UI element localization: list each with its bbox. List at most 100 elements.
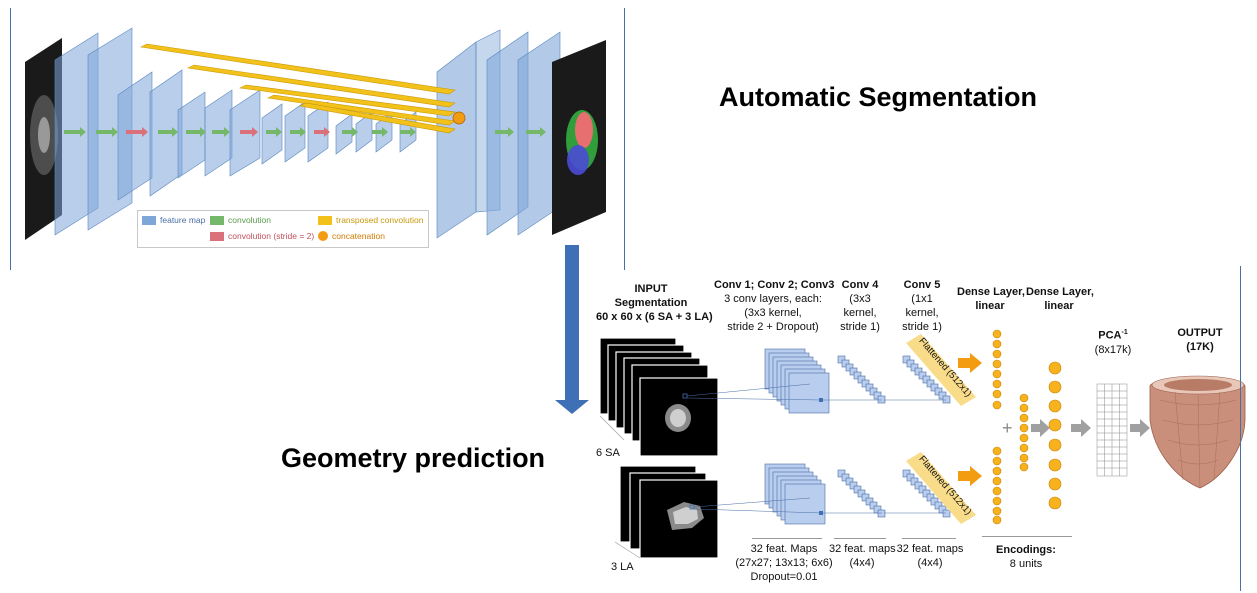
right-frame-line: [1240, 266, 1241, 591]
conv5-foot2: (4x4): [917, 557, 943, 569]
encodings-title: Encodings:: [996, 544, 1056, 556]
pca-superscript: -1: [1121, 329, 1128, 336]
legend-feature-map-label: feature map: [160, 215, 206, 225]
gray-arrow-1: [1031, 419, 1050, 437]
pca-label: PCA-1 (8x17k): [1088, 326, 1138, 357]
conv5-bracket: [902, 538, 956, 539]
convolution-stride-arrow-icon: [210, 231, 224, 241]
conv4-la-maps: [837, 469, 886, 518]
encodings-units: 8 units: [1009, 558, 1043, 570]
concatenation-node: [452, 111, 466, 125]
conv5-label: Conv 5 (1x1 kernel, stride 1): [895, 278, 949, 334]
conv5-sa-maps: [902, 355, 951, 404]
flattened-sa-box: [906, 334, 976, 406]
output-dims: (17K): [1186, 341, 1214, 353]
legend-concatenation: concatenation: [318, 231, 385, 241]
frame-left-line: [10, 8, 11, 270]
unet-legend: feature map convolution convolution (str…: [137, 210, 429, 248]
input-subtitle: Segmentation: [614, 297, 688, 309]
conv4-bracket: [834, 538, 886, 539]
dense2-label: Dense Layer, linear: [1026, 285, 1094, 313]
legend-transposed-convolution: transposed convolution: [318, 215, 423, 225]
dense1-label: Dense Layer, linear: [957, 285, 1025, 313]
transposed-convolution-arrow-icon: [318, 215, 332, 225]
conv5-title: Conv 5: [903, 279, 941, 291]
conv4-label: Conv 4 (3x3 kernel, stride 1): [834, 278, 886, 334]
encodings-label: Encodings: 8 units: [991, 543, 1061, 571]
conv123-foot2: (27x27; 13x13; 6x6): [735, 557, 833, 569]
conv4-line2: kernel,: [843, 307, 877, 319]
output-label: OUTPUT (17K): [1172, 326, 1228, 354]
conv4-title: Conv 4: [841, 279, 879, 291]
conv5-la-maps: [902, 469, 951, 518]
conv123-title: Conv 1; Conv 2; Conv3: [714, 279, 835, 291]
conv4-sa-maps: [837, 355, 886, 404]
dense1-line1: Dense Layer,: [957, 286, 1025, 298]
dense2-nodes: [1048, 361, 1062, 510]
la-cavity: [673, 507, 698, 524]
conv5-line1: (1x1: [911, 293, 933, 305]
encodings-bracket: [982, 536, 1072, 537]
dense1-line2: linear: [975, 300, 1005, 312]
pca-dims: (8x17k): [1094, 343, 1132, 356]
dense2-line2: linear: [1044, 300, 1074, 312]
segmentation-title: Automatic Segmentation: [719, 82, 1038, 112]
input-mri-image: [25, 38, 62, 240]
conv5-foot1: 32 feat. maps: [896, 543, 964, 555]
conv4-foot2: (4x4): [849, 557, 875, 569]
orange-arrow-la: [958, 466, 982, 486]
sa-image-stack: [599, 337, 719, 457]
conv123-footer: 32 feat. Maps (27x27; 13x13; 6x6) Dropou…: [732, 542, 836, 584]
conv5-line3: stride 1): [902, 321, 942, 333]
big-down-arrow: [555, 245, 589, 414]
pca-matrix: [1096, 383, 1128, 477]
plus-sign: +: [1002, 418, 1013, 438]
dense2-line1: Dense Layer,: [1026, 286, 1094, 298]
skip-connections: [140, 43, 456, 134]
legend-transposed-label: transposed convolution: [336, 215, 424, 225]
conv4-line1: (3x3: [849, 293, 871, 305]
conv123-bracket: [752, 538, 822, 539]
conv4-line3: stride 1): [840, 321, 880, 333]
legend-convolution-stride-label: convolution (stride = 2): [228, 231, 315, 241]
output-segmented-image: [552, 40, 606, 235]
dense1-nodes-la: [992, 446, 1002, 525]
gray-arrow-3: [1130, 419, 1150, 437]
conv123-line1: 3 conv layers, each:: [724, 293, 822, 305]
concatenation-icon: [318, 231, 328, 241]
conv5-line2: kernel,: [905, 307, 939, 319]
conv123-la-maps: [764, 463, 826, 525]
legend-feature-map: feature map: [142, 215, 205, 225]
legend-convolution-stride: convolution (stride = 2): [210, 231, 314, 241]
pca-title: PCA: [1098, 329, 1122, 342]
orange-arrow-sa: [958, 353, 982, 373]
convolution-arrow-icon: [210, 215, 224, 225]
conv4-footer: 32 feat. maps (4x4): [829, 542, 896, 570]
frame-right-line: [624, 8, 625, 270]
conv4-foot1: 32 feat. maps: [829, 543, 896, 555]
conv-arrows: [64, 127, 546, 137]
output-heart-mesh: [1149, 375, 1246, 489]
legend-concatenation-label: concatenation: [332, 231, 385, 241]
encoding-nodes: [1019, 393, 1029, 472]
geometry-title: Geometry prediction: [281, 443, 546, 473]
conv123-foot3: Dropout=0.01: [750, 571, 818, 583]
input-title: INPUT: [634, 283, 668, 295]
conv5-footer: 32 feat. maps (4x4): [896, 542, 964, 570]
la-label: 3 LA: [611, 561, 634, 573]
dense1-nodes-sa: [992, 329, 1002, 410]
flattened-la-box: [906, 452, 976, 524]
output-title: OUTPUT: [1177, 327, 1223, 339]
sa-cavity: [670, 409, 686, 427]
conv123-foot1: 32 feat. Maps: [750, 543, 818, 555]
input-dims: 60 x 60 x (6 SA + 3 LA): [596, 311, 713, 323]
legend-convolution-label: convolution: [228, 215, 272, 225]
feature-map-icon: [142, 215, 156, 225]
conv123-line2: (3x3 kernel,: [744, 307, 802, 319]
gray-arrow-2: [1071, 419, 1091, 437]
conv123-line3: stride 2 + Dropout): [727, 321, 819, 333]
sa-label: 6 SA: [596, 447, 620, 459]
conv123-sa-maps: [764, 348, 830, 414]
decoder-feature-maps: [436, 29, 561, 239]
